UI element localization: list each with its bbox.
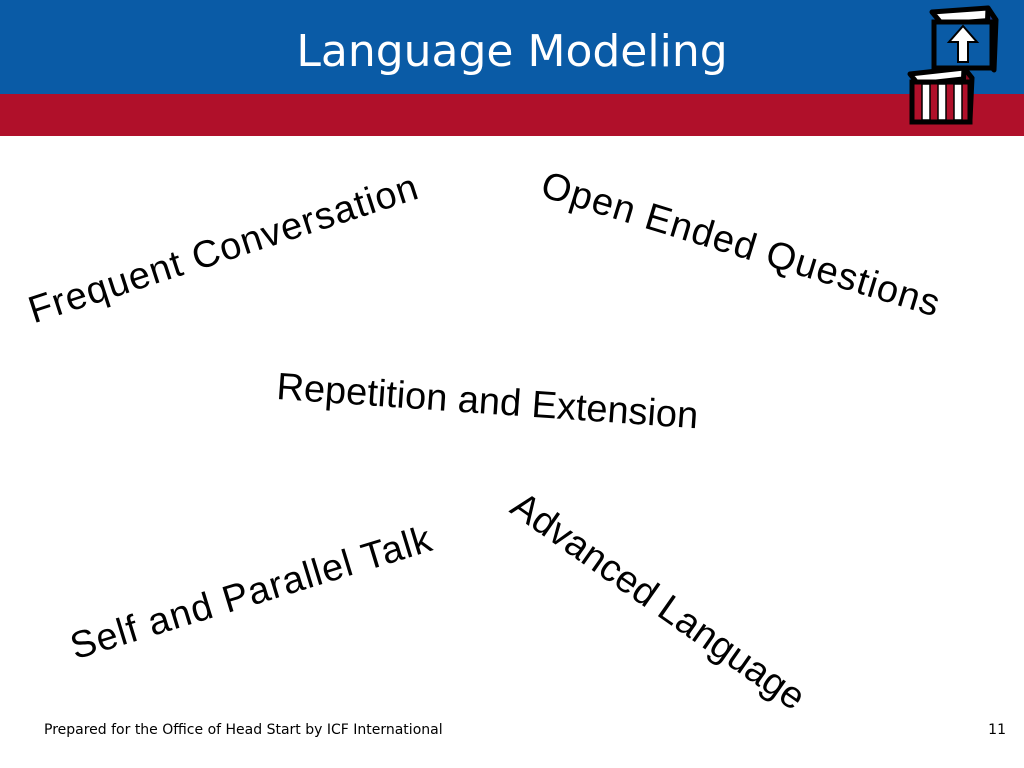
- page-number: 11: [988, 722, 1006, 738]
- phrase-frequent-conversation: Frequent Conversation: [23, 166, 424, 333]
- header-band: [0, 0, 1024, 94]
- alphabet-blocks-arrow-icon: [907, 5, 999, 125]
- phrase-open-ended-questions: Open Ended Questions: [536, 164, 946, 326]
- phrase-repetition-and-extension: Repetition and Extension: [275, 366, 700, 438]
- phrase-self-and-parallel-talk: Self and Parallel Talk: [65, 518, 438, 669]
- footer-credit: Prepared for the Office of Head Start by…: [44, 722, 443, 738]
- accent-band: [0, 94, 1024, 136]
- slide-title: Language Modeling: [296, 26, 728, 77]
- phrase-advanced-language: Advanced Language: [503, 484, 813, 719]
